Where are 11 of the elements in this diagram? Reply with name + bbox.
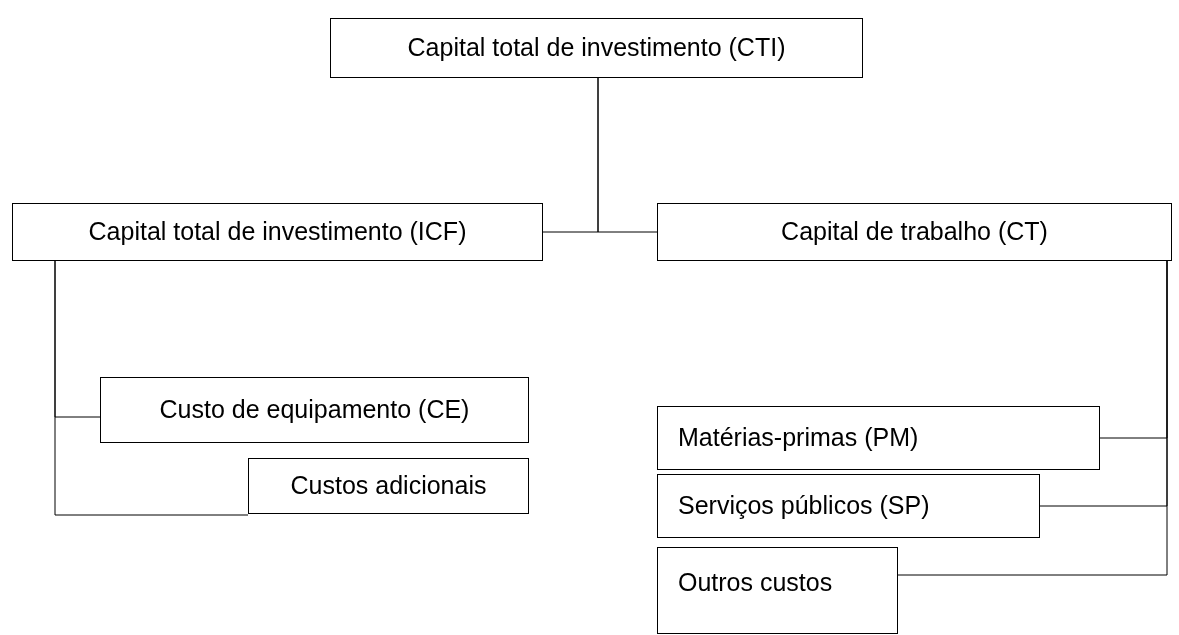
connector-line bbox=[597, 77, 658, 233]
text-box: Serviços públicos (SP) bbox=[657, 474, 1040, 538]
text-box: Matérias-primas (PM) bbox=[657, 406, 1100, 470]
text-box: Capital de trabalho (CT) bbox=[657, 203, 1172, 261]
text-box: Outros custos bbox=[657, 547, 898, 634]
connector-line bbox=[897, 260, 1168, 576]
connector-line bbox=[54, 260, 249, 516]
text-box: Capital total de investimento (CTI) bbox=[330, 18, 863, 78]
text-box: Custos adicionais bbox=[248, 458, 529, 514]
text-box: Custo de equipamento (CE) bbox=[100, 377, 529, 443]
text-box: Capital total de investimento (ICF) bbox=[12, 203, 543, 261]
